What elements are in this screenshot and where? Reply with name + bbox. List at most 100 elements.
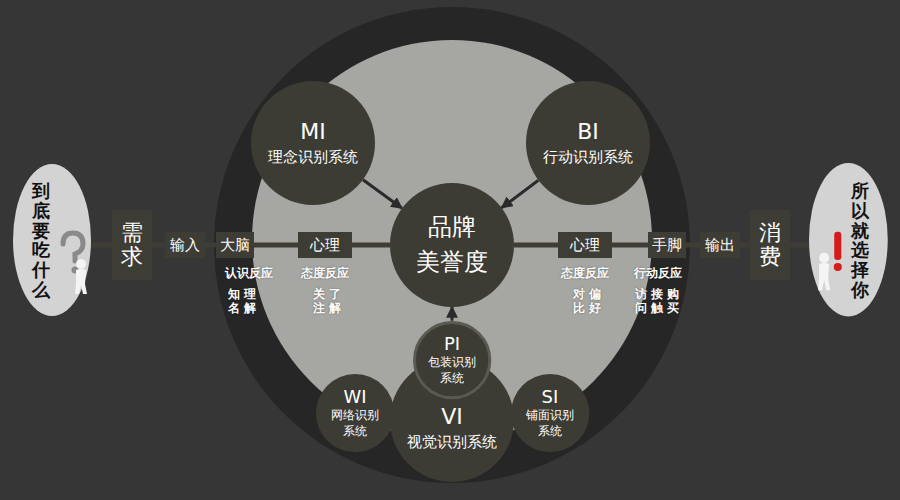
node-title: PI bbox=[444, 333, 460, 356]
node-title: 手脚 bbox=[652, 236, 682, 254]
brand-circle-outline bbox=[390, 183, 514, 307]
text-group: PI包装识别系统 bbox=[427, 333, 477, 387]
node-title: MI bbox=[300, 118, 325, 147]
flow-line bbox=[612, 243, 648, 248]
text-group: 品牌 美誉度 bbox=[414, 210, 491, 280]
mind-box-outline bbox=[558, 232, 612, 258]
response-label: 知 理 bbox=[228, 286, 256, 303]
mind-box: 心理 bbox=[558, 232, 612, 258]
influence-arrow bbox=[363, 180, 402, 209]
figure-icon bbox=[818, 232, 842, 291]
response-label: 态度反应 bbox=[561, 265, 609, 282]
pi-circle-outline bbox=[414, 322, 489, 397]
flow-line bbox=[740, 243, 750, 248]
flow-line bbox=[91, 243, 112, 248]
question-oval: 到底要吃什么 bbox=[13, 164, 91, 316]
text-group: 大脑 bbox=[220, 236, 250, 254]
output-box-outline bbox=[700, 232, 740, 258]
node-subtitle: 网络识别系统 bbox=[330, 409, 380, 440]
node-title: 品牌 美誉度 bbox=[414, 210, 491, 280]
text-group: MI理念识别系统 bbox=[268, 118, 358, 168]
text-group: SI铺面识别系统 bbox=[525, 386, 575, 440]
flow-line bbox=[152, 243, 165, 248]
pi-circle: PI包装识别系统 bbox=[413, 321, 491, 399]
text-group: WI网络识别系统 bbox=[330, 386, 380, 440]
wi-circle: WI网络识别系统 bbox=[316, 374, 394, 452]
inner-grey-disc bbox=[252, 40, 652, 440]
response-label: 问 触 买 bbox=[635, 300, 679, 317]
response-label: 注 解 bbox=[313, 300, 341, 317]
node-subtitle: 理念识别系统 bbox=[268, 147, 358, 168]
consume-box-outline bbox=[750, 210, 790, 280]
node-title: VI bbox=[441, 403, 463, 432]
influence-arrow bbox=[502, 180, 539, 208]
bi-circle-outline bbox=[526, 81, 650, 205]
flow-line bbox=[514, 243, 558, 248]
mind-box-outline bbox=[298, 232, 352, 258]
response-label: 名 解 bbox=[228, 300, 256, 317]
answer-oval-shape bbox=[809, 163, 888, 316]
node-title: 输出 bbox=[705, 236, 735, 254]
consume-box: 消费 bbox=[750, 210, 790, 280]
response-label: 态度反应 bbox=[301, 265, 349, 282]
response-label: 对 偏 bbox=[573, 286, 601, 303]
node-title: 输入 bbox=[170, 236, 200, 254]
input-box: 输入 bbox=[165, 232, 205, 258]
question-oval-outline bbox=[13, 164, 91, 316]
mind-box: 心理 bbox=[298, 232, 352, 258]
text-group: 消费 bbox=[759, 221, 781, 269]
node-title: 心理 bbox=[570, 236, 600, 254]
node-title: 需求 bbox=[121, 221, 143, 269]
text-group: BI行动识别系统 bbox=[543, 118, 633, 168]
text-group: 手脚 bbox=[652, 236, 682, 254]
response-label: 认识反应 bbox=[225, 265, 273, 282]
node-title: WI bbox=[343, 386, 366, 409]
influence-arrow bbox=[450, 307, 453, 321]
text-group: 所以就选择你 bbox=[851, 181, 869, 300]
brand-circle-shape bbox=[390, 183, 514, 307]
brand-circle: 品牌 美誉度 bbox=[390, 183, 514, 307]
input-box-outline bbox=[165, 232, 205, 258]
node-title: 到底要吃什么 bbox=[32, 181, 50, 300]
node-title: BI bbox=[577, 118, 599, 147]
outer-dark-ring bbox=[214, 7, 690, 483]
node-title: SI bbox=[542, 386, 559, 409]
demand-box-outline bbox=[112, 210, 152, 280]
si-circle-outline bbox=[511, 374, 589, 452]
response-label: 访 接 购 bbox=[635, 286, 679, 303]
output-box: 输出 bbox=[700, 232, 740, 258]
bi-circle: BI行动识别系统 bbox=[526, 81, 650, 205]
wi-circle-outline bbox=[316, 374, 394, 452]
flow-line bbox=[352, 243, 390, 248]
figure-icon bbox=[63, 233, 87, 294]
flow-line bbox=[686, 243, 700, 248]
question-oval-shape bbox=[13, 164, 91, 316]
brain-box-outline bbox=[216, 232, 254, 258]
node-subtitle: 铺面识别系统 bbox=[525, 409, 575, 440]
node-subtitle: 行动识别系统 bbox=[543, 147, 633, 168]
limbs-box-outline bbox=[648, 232, 686, 258]
flow-line bbox=[254, 243, 298, 248]
demand-box: 需求 bbox=[112, 210, 152, 280]
response-label: 关 了 bbox=[313, 286, 341, 303]
text-group: 输入 bbox=[170, 236, 200, 254]
text-group: 需求 bbox=[121, 221, 143, 269]
si-circle: SI铺面识别系统 bbox=[511, 374, 589, 452]
node-title: 所以就选择你 bbox=[851, 181, 869, 300]
text-group: VI视觉识别系统 bbox=[407, 403, 497, 453]
flow-line bbox=[205, 243, 216, 248]
text-group: 心理 bbox=[310, 236, 340, 254]
answer-oval: 所以就选择你 bbox=[809, 163, 888, 316]
node-subtitle: 包装识别系统 bbox=[427, 356, 477, 387]
node-subtitle: 视觉识别系统 bbox=[407, 432, 497, 453]
mi-circle: MI理念识别系统 bbox=[251, 81, 375, 205]
response-label: 比 好 bbox=[573, 300, 601, 317]
text-group: 心理 bbox=[570, 236, 600, 254]
response-label: 行动反应 bbox=[634, 265, 682, 282]
brain-box: 大脑 bbox=[216, 232, 254, 258]
text-group: 到底要吃什么 bbox=[32, 181, 50, 300]
mi-circle-outline bbox=[251, 81, 375, 205]
node-title: 消费 bbox=[759, 221, 781, 269]
flow-line bbox=[790, 243, 809, 248]
